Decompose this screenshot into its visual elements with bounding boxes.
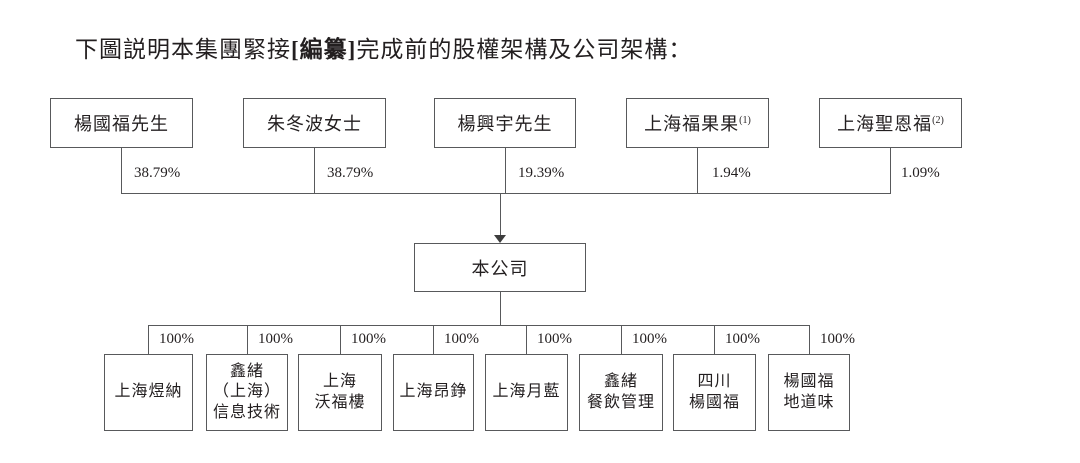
footnote-ref: (2): [932, 115, 944, 126]
subsidiary-name: 楊國福 地道味: [783, 373, 835, 411]
connector-line: [148, 325, 809, 326]
ownership-percentage: 100%: [725, 331, 760, 347]
subsidiary-box: 上海 沃福樓: [298, 354, 382, 431]
title-redacted-marker: [編纂]: [291, 37, 357, 62]
connector-line: [526, 325, 527, 354]
connector-line: [505, 148, 506, 193]
connector-line: [500, 193, 501, 237]
title-suffix: 完成前的股權架構及公司架構：: [356, 37, 693, 62]
ownership-percentage: 100%: [258, 331, 293, 347]
ownership-percentage: 100%: [444, 331, 479, 347]
connector-line: [314, 148, 315, 193]
ownership-percentage: 19.39%: [518, 165, 565, 181]
shareholder-name: 上海聖恩福(2): [837, 114, 944, 134]
arrowhead-down: [494, 235, 506, 243]
page-title: 下圖説明本集團緊接[編纂]完成前的股權架構及公司架構：: [75, 30, 692, 64]
connector-line: [247, 325, 248, 354]
subsidiary-name: 上海昂錚: [399, 383, 468, 401]
subsidiary-name: 鑫緒 （上海） 信息技術: [212, 362, 281, 421]
shareholder-box: 楊興宇先生: [434, 98, 576, 148]
subsidiary-box: 楊國福 地道味: [768, 354, 850, 431]
shareholder-box: 朱冬波女士: [243, 98, 386, 148]
subsidiary-box: 上海煜納: [104, 354, 193, 431]
connector-line: [340, 325, 341, 354]
ownership-percentage: 100%: [632, 331, 667, 347]
subsidiary-name: 上海 沃福樓: [314, 373, 366, 411]
shareholder-box: 楊國福先生: [50, 98, 193, 148]
ownership-percentage: 100%: [820, 331, 855, 347]
connector-line: [121, 148, 122, 193]
ownership-percentage: 38.79%: [134, 165, 181, 181]
title-prefix: 下圖説明本集團緊接: [75, 37, 291, 62]
company-box: 本公司: [414, 243, 586, 292]
ownership-percentage: 100%: [159, 331, 194, 347]
ownership-percentage: 100%: [351, 331, 386, 347]
subsidiary-name: 上海月藍: [492, 383, 561, 401]
shareholder-box: 上海聖恩福(2): [819, 98, 962, 148]
connector-line: [890, 148, 891, 193]
connector-line: [500, 292, 501, 325]
subsidiary-name: 鑫緒 餐飲管理: [586, 373, 655, 411]
subsidiary-name: 上海煜納: [114, 383, 183, 401]
shareholder-name: 上海福果果(1): [644, 114, 751, 134]
subsidiary-box: 四川 楊國福: [673, 354, 756, 431]
shareholder-name: 朱冬波女士: [267, 114, 362, 134]
connector-line: [148, 325, 149, 354]
subsidiary-box: 鑫緒 （上海） 信息技術: [206, 354, 288, 431]
connector-line: [714, 325, 715, 354]
subsidiary-name: 四川 楊國福: [688, 373, 740, 411]
connector-line: [621, 325, 622, 354]
connector-line: [809, 325, 810, 354]
shareholder-name: 楊國福先生: [74, 114, 169, 134]
subsidiary-box: 鑫緒 餐飲管理: [579, 354, 663, 431]
ownership-percentage: 38.79%: [327, 165, 374, 181]
subsidiary-box: 上海月藍: [485, 354, 568, 431]
connector-line: [697, 148, 698, 193]
company-name: 本公司: [471, 258, 529, 279]
ownership-percentage: 1.94%: [712, 165, 751, 181]
ownership-percentage: 1.09%: [901, 165, 940, 181]
connector-line: [121, 193, 891, 194]
shareholder-box: 上海福果果(1): [626, 98, 769, 148]
connector-line: [433, 325, 434, 354]
shareholder-name: 楊興宇先生: [457, 114, 553, 134]
ownership-percentage: 100%: [537, 331, 572, 347]
subsidiary-box: 上海昂錚: [393, 354, 474, 431]
footnote-ref: (1): [739, 115, 751, 126]
